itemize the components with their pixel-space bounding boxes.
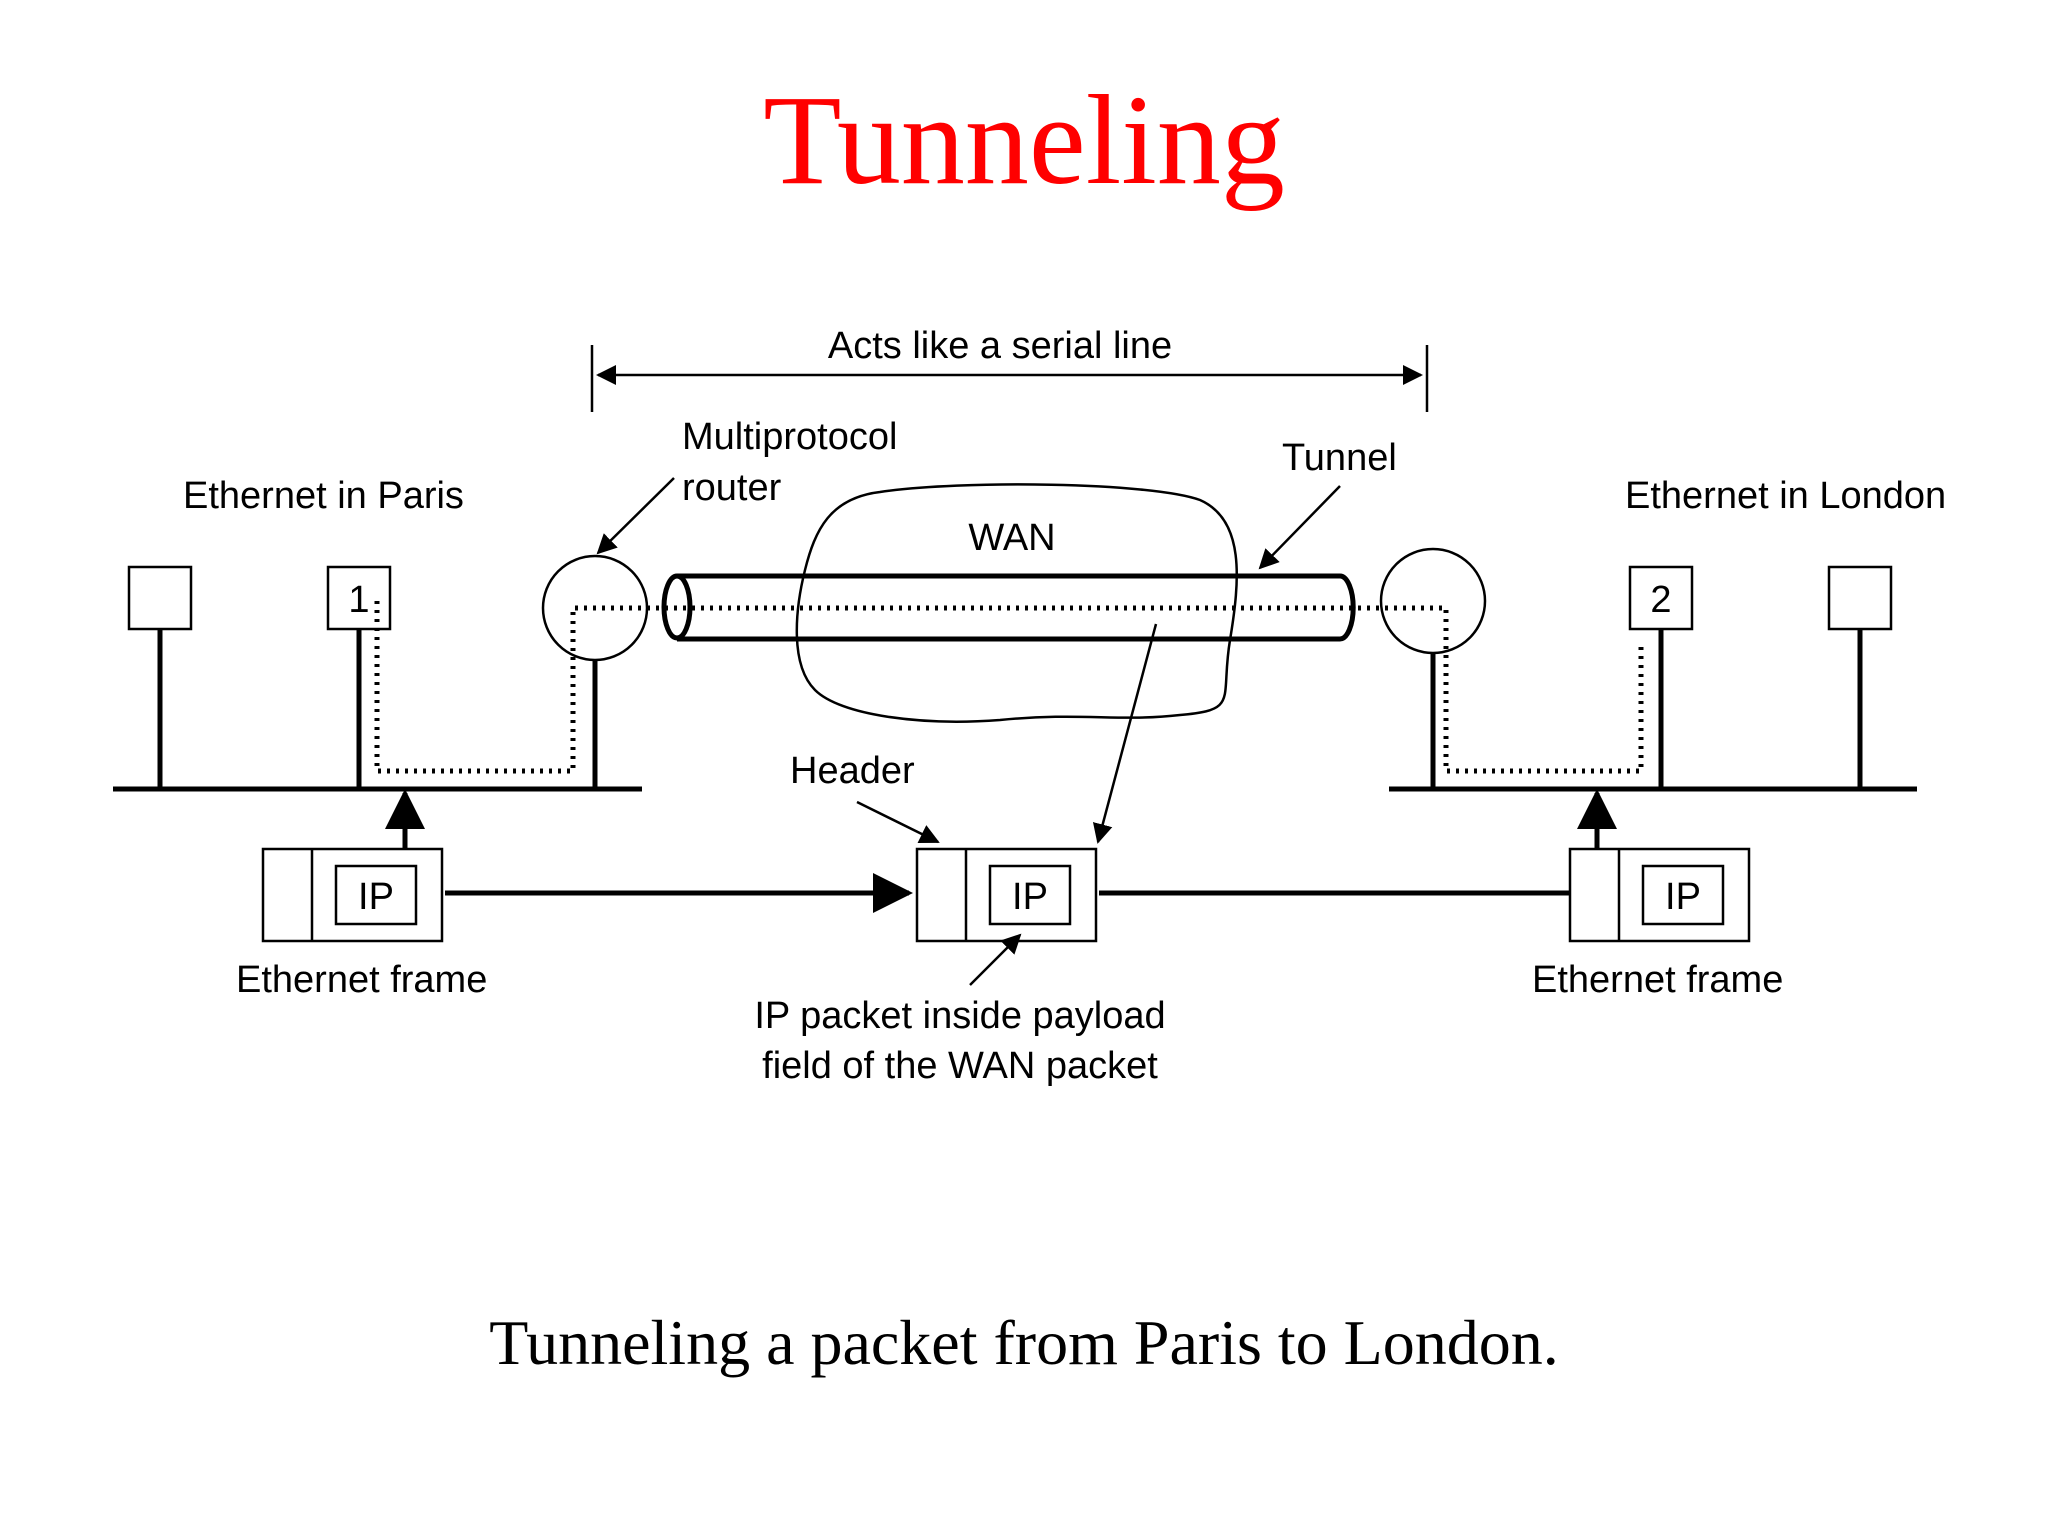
- london-multiprotocol-router: [1379, 547, 1487, 655]
- london-host-b: [1827, 565, 1893, 631]
- right-ip-label: IP: [1665, 876, 1701, 918]
- london-host-number: 2: [1650, 579, 1671, 621]
- multiprotocol-router-label-line1: Multiprotocol: [682, 416, 897, 458]
- middle-ip-label: IP: [1012, 876, 1048, 918]
- ethernet-london-label: Ethernet in London: [1625, 475, 1946, 517]
- tunnel-pointer-arrow: [1258, 485, 1341, 570]
- ethernet-frame-right-label: Ethernet frame: [1532, 959, 1783, 1001]
- wan-packet: IP: [915, 847, 1098, 943]
- slide-title: Tunneling: [763, 69, 1285, 211]
- ip-inside-pointer-arrow: [969, 933, 1022, 986]
- left-ethernet-frame: IP: [261, 847, 444, 943]
- serial-line-label: Acts like a serial line: [828, 325, 1172, 367]
- ethernet-paris-label: Ethernet in Paris: [183, 475, 464, 517]
- paris-host-1: [326, 565, 392, 631]
- serial-line-span: Acts like a serial line: [590, 325, 1429, 412]
- ip-inside-label-line1: IP packet inside payload: [754, 995, 1165, 1037]
- right-ethernet-frame: IP: [1568, 847, 1751, 943]
- paris-lan: 1: [113, 565, 642, 792]
- tunnel-to-packet-arrow: [1092, 623, 1158, 844]
- header-label: Header: [790, 750, 915, 792]
- slide-caption: Tunneling a packet from Paris to London.: [489, 1307, 1559, 1378]
- header-pointer-arrow: [856, 800, 940, 844]
- paris-host-a: [127, 565, 193, 631]
- paris-host-number: 1: [348, 579, 369, 621]
- packet-path: [374, 601, 1644, 774]
- tunnel-cylinder: [661, 573, 1356, 642]
- ethernet-frame-left-label: Ethernet frame: [236, 959, 487, 1001]
- london-host-2: [1628, 565, 1694, 631]
- tunnel-label: Tunnel: [1282, 437, 1397, 479]
- multiprotocol-router-label-line2: router: [682, 467, 782, 509]
- ip-inside-label-line2: field of the WAN packet: [762, 1045, 1158, 1087]
- london-lan: 2: [1389, 565, 1917, 792]
- left-ip-label: IP: [358, 876, 394, 918]
- wan-label: WAN: [968, 517, 1055, 559]
- router-pointer-arrow: [596, 477, 675, 555]
